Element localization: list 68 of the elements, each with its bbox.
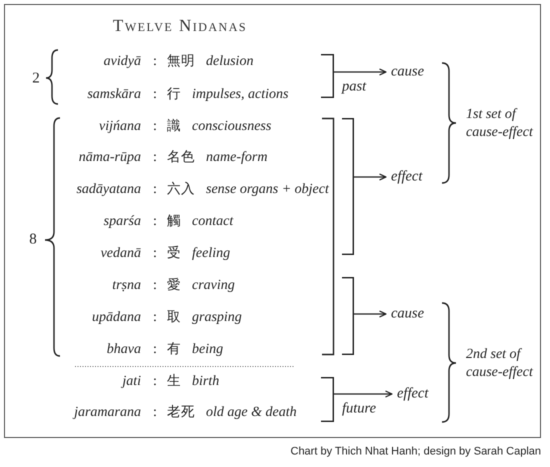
english-term: consciousness [192, 118, 272, 136]
chinese-term: 取 [167, 310, 181, 326]
english-term: grasping [192, 310, 242, 326]
title: Twelve Nidanas [112, 16, 248, 36]
chinese-term: 愛 [167, 278, 181, 294]
bracket [342, 118, 354, 255]
sanskrit-term: vedanā [100, 246, 141, 262]
separator: : [153, 342, 157, 358]
english-term: delusion [206, 54, 254, 70]
english-term: contact [192, 214, 234, 230]
group-label: 2nd set of cause-effect [466, 346, 534, 382]
group-label: 1st set of cause-effect [466, 106, 534, 142]
arrow [354, 310, 387, 318]
outcome-label: effect [392, 386, 428, 402]
sanskrit-term: upādana [92, 310, 141, 326]
sanskrit-term: jati [122, 374, 141, 390]
sanskrit-term: bhava [106, 342, 141, 358]
edge-label: future [342, 400, 376, 418]
separator: : [153, 404, 157, 422]
chinese-term: 觸 [167, 214, 181, 230]
chinese-term: 名色 [167, 150, 195, 166]
chinese-term: 六入 [167, 182, 195, 198]
sanskrit-term: trṣna [112, 278, 141, 294]
separator: : [153, 310, 157, 326]
outcome-label: effect [386, 168, 422, 186]
sanskrit-term: vijńana [99, 118, 141, 136]
separator: : [153, 374, 157, 390]
chinese-term: 有 [167, 342, 181, 358]
english-term: sense organs + object [206, 182, 329, 198]
separator: : [153, 182, 157, 198]
separator: : [153, 278, 157, 294]
sanskrit-term: sadāyatana [76, 182, 141, 198]
english-term: craving [192, 278, 235, 294]
arrow [354, 173, 387, 181]
chinese-term: 生 [167, 374, 181, 390]
arrow [334, 68, 387, 76]
english-term: name-form [206, 150, 268, 166]
bracket [321, 377, 334, 422]
chinese-term: 老死 [167, 405, 195, 421]
edge-label: past [342, 78, 366, 96]
count-label: 8 [29, 231, 37, 249]
bracket [342, 277, 354, 355]
bracket [321, 54, 334, 98]
english-term: old age & death [206, 404, 297, 422]
separator: : [153, 214, 157, 230]
separator: : [153, 150, 157, 166]
chinese-term: 無明 [167, 54, 195, 70]
chinese-term: 受 [167, 246, 181, 262]
outcome-label: cause [386, 64, 424, 80]
english-term: being [192, 342, 224, 358]
separator: : [153, 246, 157, 262]
count-label: 2 [32, 70, 40, 88]
english-term: birth [192, 374, 220, 390]
caption: Chart by Thich Nhat Hanh; design by Sarah Caplan [290, 446, 541, 458]
english-term: impulses, actions [192, 86, 288, 104]
separator: : [153, 118, 157, 136]
arrow [334, 390, 393, 398]
chinese-term: 行 [167, 87, 181, 103]
sanskrit-term: avidyā [104, 54, 141, 70]
sanskrit-term: nāma-rūpa [78, 150, 141, 166]
sanskrit-term: jaramarana [74, 404, 141, 422]
chinese-term: 識 [167, 119, 181, 135]
english-term: feeling [192, 246, 230, 262]
sanskrit-term: samskāra [87, 86, 141, 104]
outcome-label: cause [386, 306, 424, 322]
separator: : [153, 86, 157, 104]
sanskrit-term: sparśa [104, 214, 141, 230]
separator: : [153, 54, 157, 70]
